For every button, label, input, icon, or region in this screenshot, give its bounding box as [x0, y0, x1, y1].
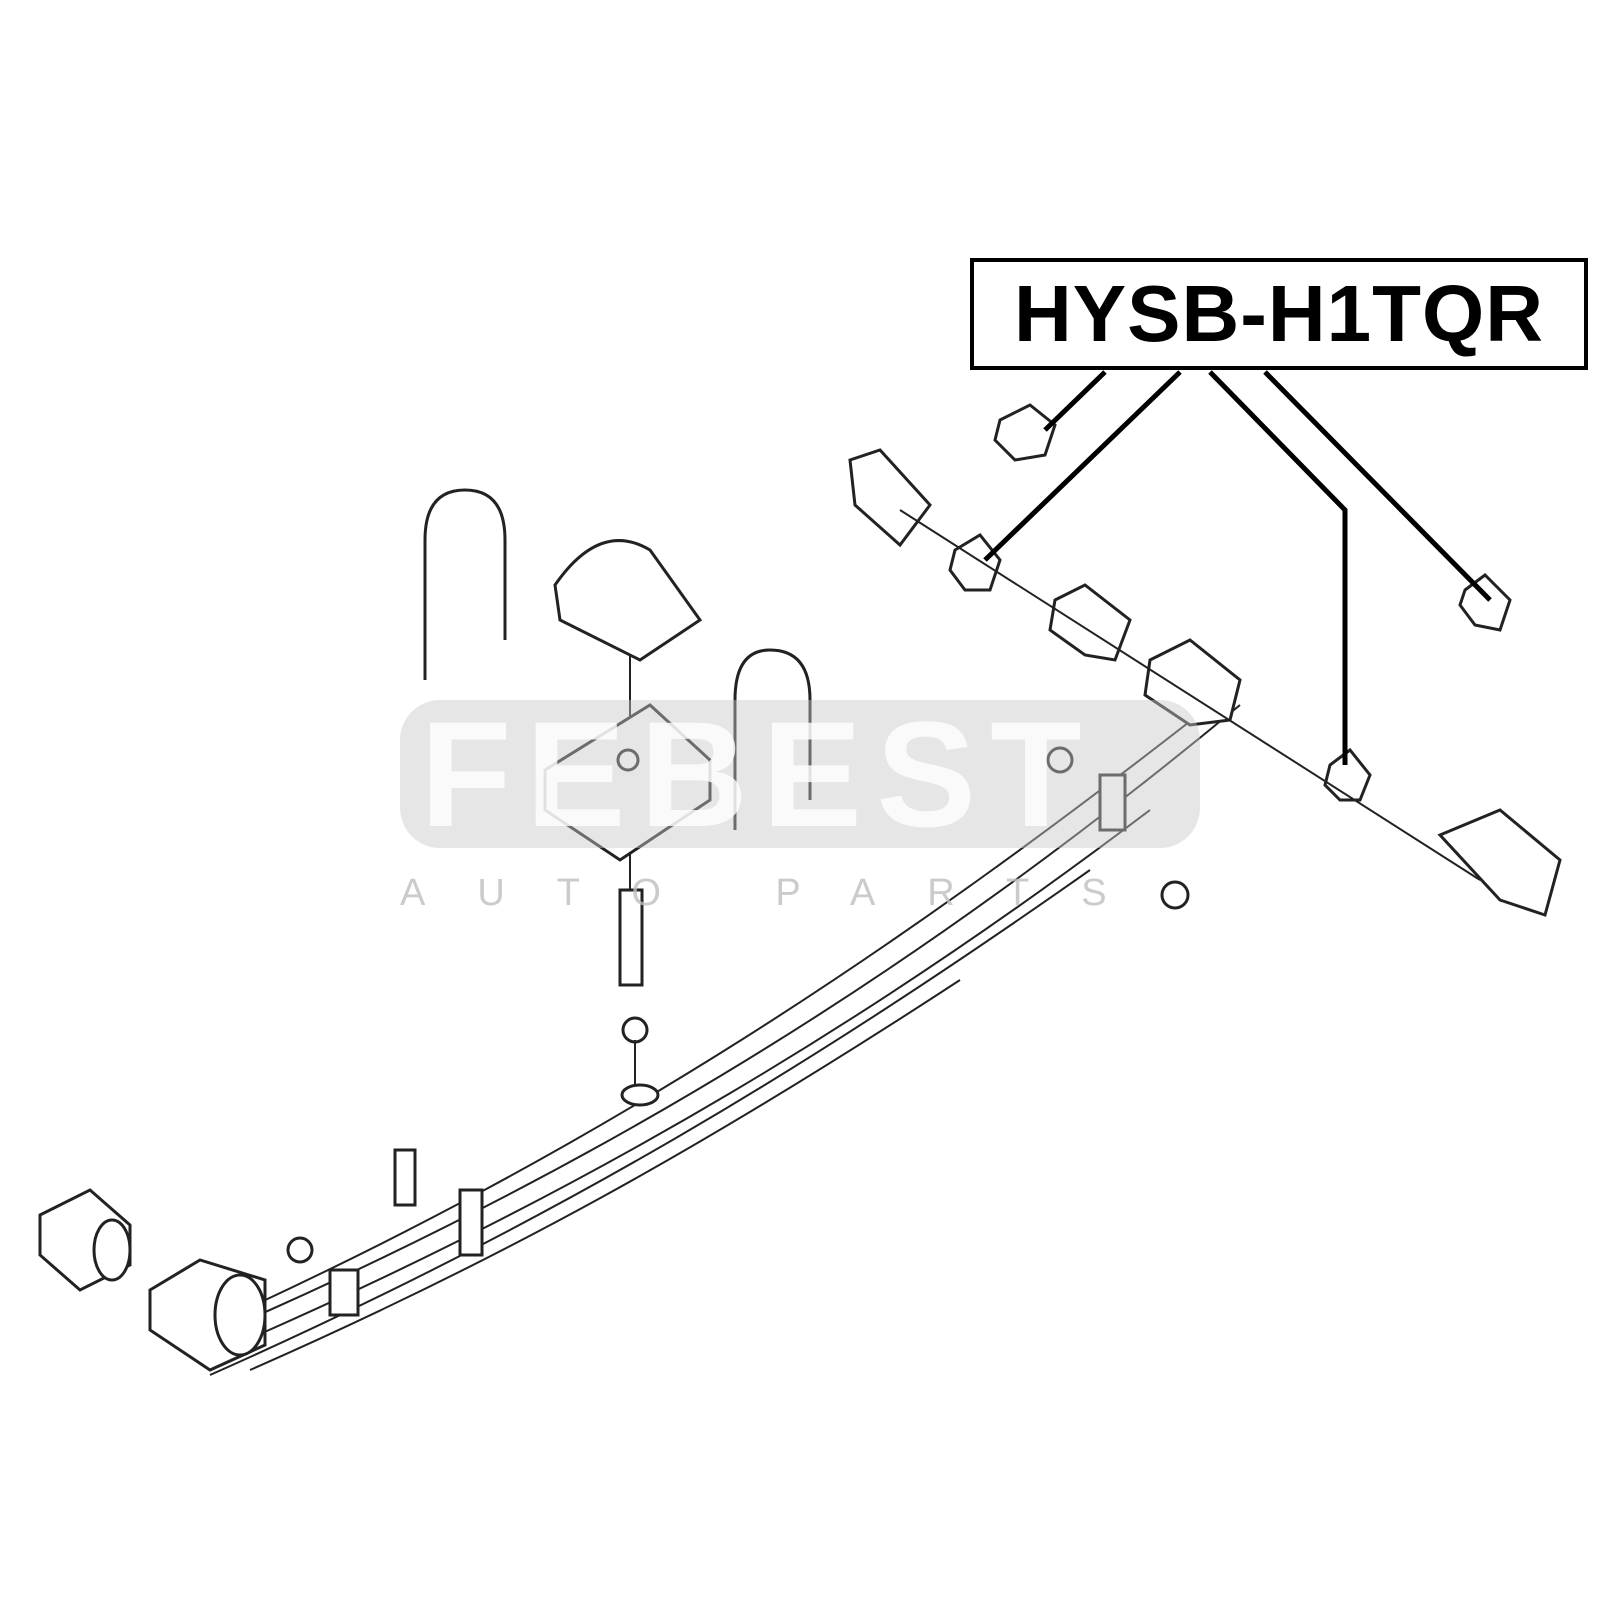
u-bolt [423, 488, 507, 680]
spring-clip [393, 1148, 417, 1207]
leader-lines [983, 370, 1492, 765]
spring-clip [328, 1268, 360, 1317]
washer [1160, 880, 1190, 910]
bushing [948, 533, 1002, 592]
bushing [1458, 573, 1512, 632]
bushing [993, 403, 1057, 462]
sleeve [1048, 583, 1132, 662]
rivet [1046, 746, 1074, 774]
front-eye-bushing [38, 1188, 267, 1372]
spring-seat [543, 703, 712, 862]
watermark-brand: FEBEST [420, 690, 1096, 858]
rivet [286, 1236, 314, 1264]
spring-pad [553, 539, 703, 662]
spring-clip [458, 1188, 484, 1257]
part-number-text: HYSB-H1TQR [1013, 269, 1545, 358]
spring-clip [1098, 773, 1127, 832]
shackle-plate [848, 448, 932, 548]
shackle-plate [1437, 808, 1562, 917]
u-bolt [733, 648, 812, 830]
watermark-band [400, 700, 1200, 848]
watermark-tagline: AUTO PARTS [400, 872, 1159, 914]
part-number-label: HYSB-H1TQR [970, 258, 1588, 370]
